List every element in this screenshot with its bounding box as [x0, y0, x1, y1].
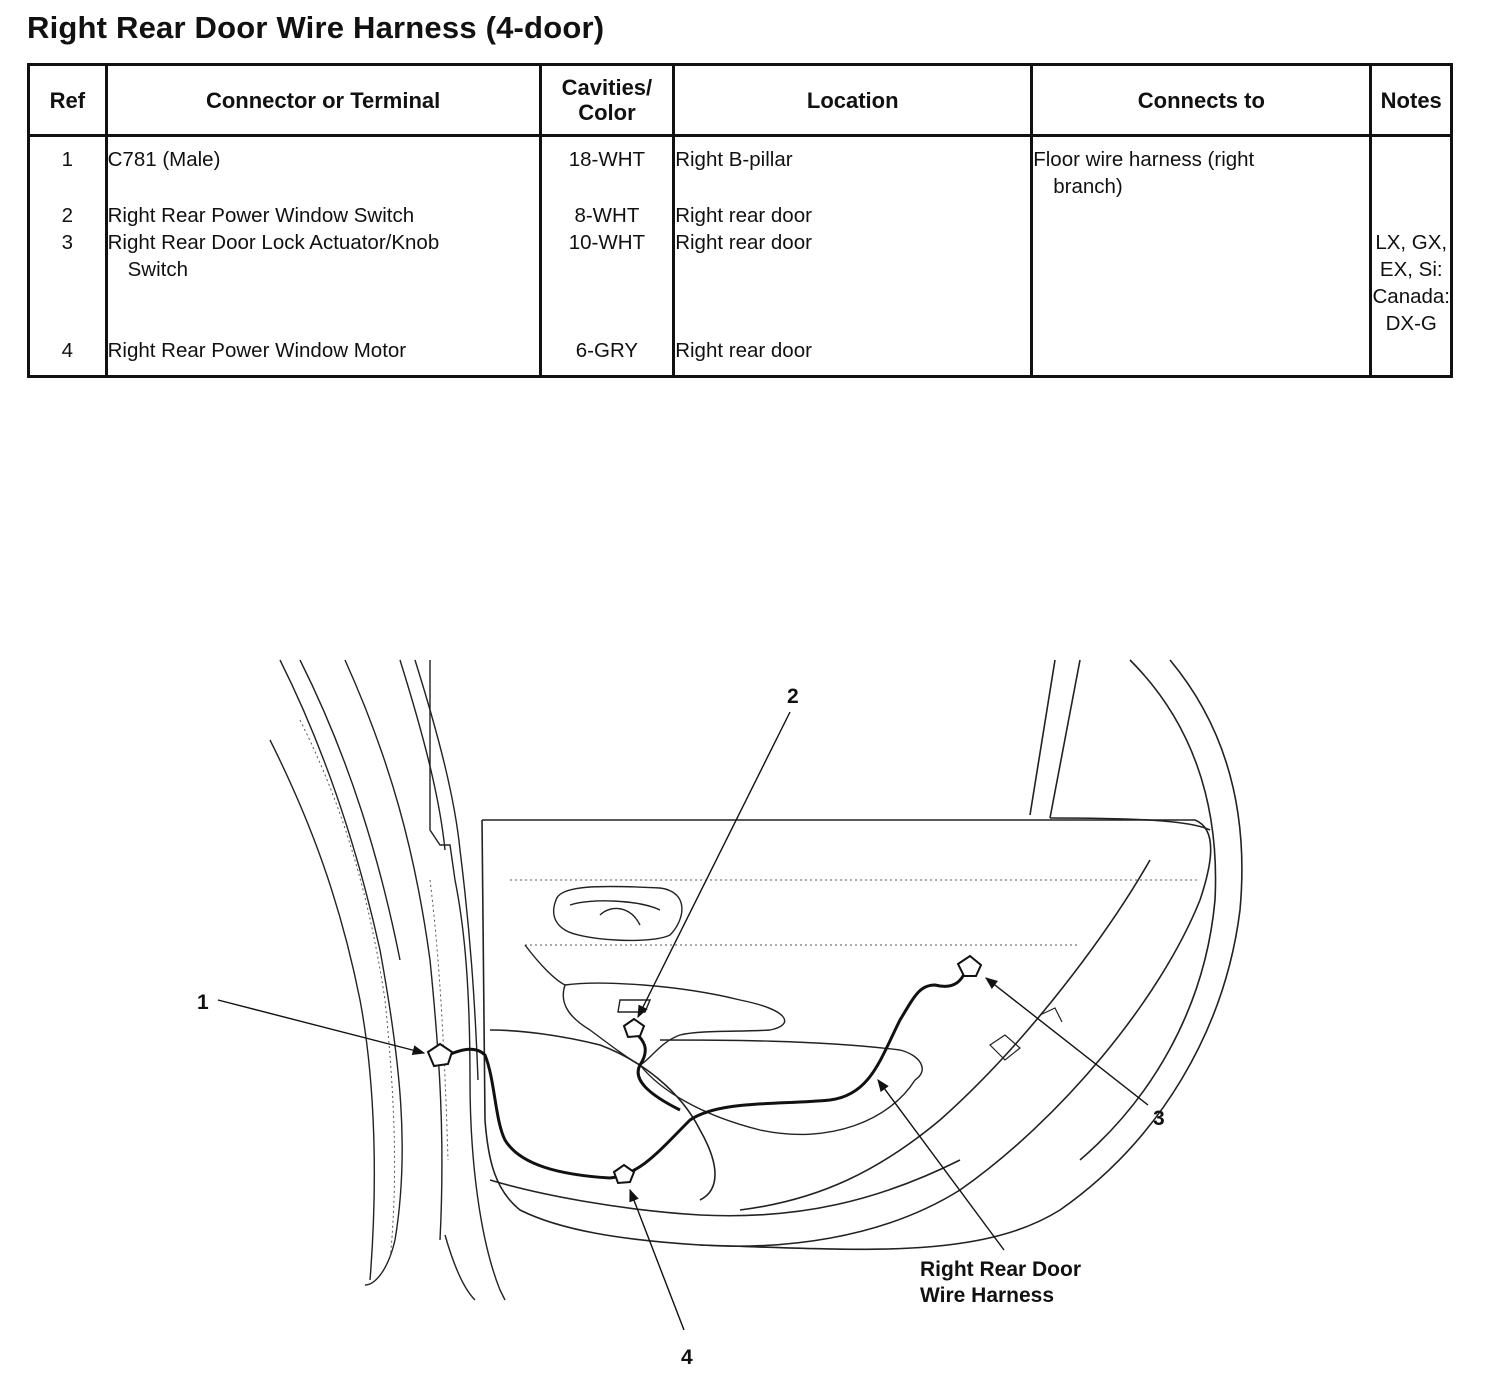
harness-label-line1: Right Rear Door — [920, 1258, 1081, 1281]
header-notes: Notes — [1369, 63, 1453, 137]
ref-cell: 1 — [61, 148, 74, 171]
ref-cell: 4 — [61, 339, 74, 362]
header-cavities-line1: Cavities/ — [561, 75, 653, 100]
body-pillar-outline — [269, 659, 506, 1301]
callout-2-leader — [637, 711, 791, 1019]
notes-column: LX, GX, EX, Si: Canada: DX-G — [1369, 135, 1453, 377]
callout-4-label: 4 — [681, 1346, 693, 1369]
connector-2-icon — [622, 1017, 646, 1039]
table-header-row: Ref Connector or Terminal Cavities/ Colo… — [27, 63, 1453, 137]
connector-3-icon — [956, 954, 983, 977]
cavities-cell: 10-WHT — [568, 231, 646, 254]
callout-1-leader — [217, 999, 426, 1056]
callout-3-leader — [985, 977, 1149, 1106]
callout-3-label: 3 — [1153, 1107, 1165, 1130]
location-cell: Right B-pillar — [675, 148, 793, 171]
cavities-cell: 6-GRY — [575, 339, 639, 362]
body-dotted-lines — [299, 719, 1200, 1261]
ref-cell: 3 — [61, 231, 74, 254]
cavities-cell: 8-WHT — [574, 204, 640, 227]
header-cavities-line2: Color — [578, 100, 636, 125]
connector-table: Ref Connector or Terminal Cavities/ Colo… — [27, 63, 1453, 378]
callout-4-leader — [629, 1188, 685, 1331]
notes-cell: DX-G — [1385, 312, 1437, 335]
connects-to-cell-continuation: branch) — [1053, 175, 1123, 198]
connector-cell-continuation: Switch — [127, 258, 189, 281]
connector-cell: Right Rear Door Lock Actuator/Knob — [107, 231, 440, 254]
location-cell: Right rear door — [675, 231, 812, 254]
door-panel-outline — [481, 819, 1212, 1247]
ref-cell: 2 — [61, 204, 74, 227]
cavities-cell: 18-WHT — [568, 148, 646, 171]
location-column: Right B-pillar Right rear door Right rea… — [672, 135, 1034, 377]
wire-harness-path — [447, 969, 968, 1180]
location-cell: Right rear door — [675, 204, 812, 227]
table-body-row: 1 2 3 4 C781 (Male) Right Rear Power Win… — [27, 135, 1453, 377]
connects-to-cell: Floor wire harness (right — [1033, 148, 1255, 171]
header-cavities: Cavities/ Color — [538, 63, 676, 137]
armrest-panel — [524, 944, 923, 1136]
ref-column: 1 2 3 4 — [27, 135, 108, 377]
header-connector: Connector or Terminal — [104, 63, 542, 137]
page-title: Right Rear Door Wire Harness (4-door) — [27, 10, 605, 45]
door-handle-pocket — [552, 885, 683, 942]
location-cell: Right rear door — [675, 339, 812, 362]
connector-cell: Right Rear Power Window Switch — [107, 204, 415, 227]
connector-cell: C781 (Male) — [107, 148, 221, 171]
notes-cell: Canada: — [1372, 285, 1450, 308]
callout-1-label: 1 — [197, 991, 209, 1014]
harness-label-leader — [877, 1078, 1005, 1251]
harness-label-line2: Wire Harness — [920, 1284, 1054, 1307]
connector-column: C781 (Male) Right Rear Power Window Swit… — [104, 135, 542, 377]
cavities-column: 18-WHT 8-WHT 10-WHT 6-GRY — [538, 135, 676, 377]
connector-4-icon — [612, 1163, 636, 1185]
header-connects-to: Connects to — [1030, 63, 1373, 137]
connects-to-column: Floor wire harness (right branch) — [1030, 135, 1373, 377]
connector-1-icon — [426, 1042, 454, 1068]
connector-cell: Right Rear Power Window Motor — [107, 339, 407, 362]
door-window-frame — [699, 659, 1243, 1251]
header-ref: Ref — [27, 63, 108, 137]
lock-actuator-outline — [989, 1007, 1063, 1061]
header-location: Location — [672, 63, 1034, 137]
notes-cell: LX, GX, — [1375, 231, 1448, 254]
callout-2-label: 2 — [787, 685, 799, 708]
notes-cell: EX, Si: — [1379, 258, 1443, 281]
callout-leaders — [217, 711, 1149, 1331]
